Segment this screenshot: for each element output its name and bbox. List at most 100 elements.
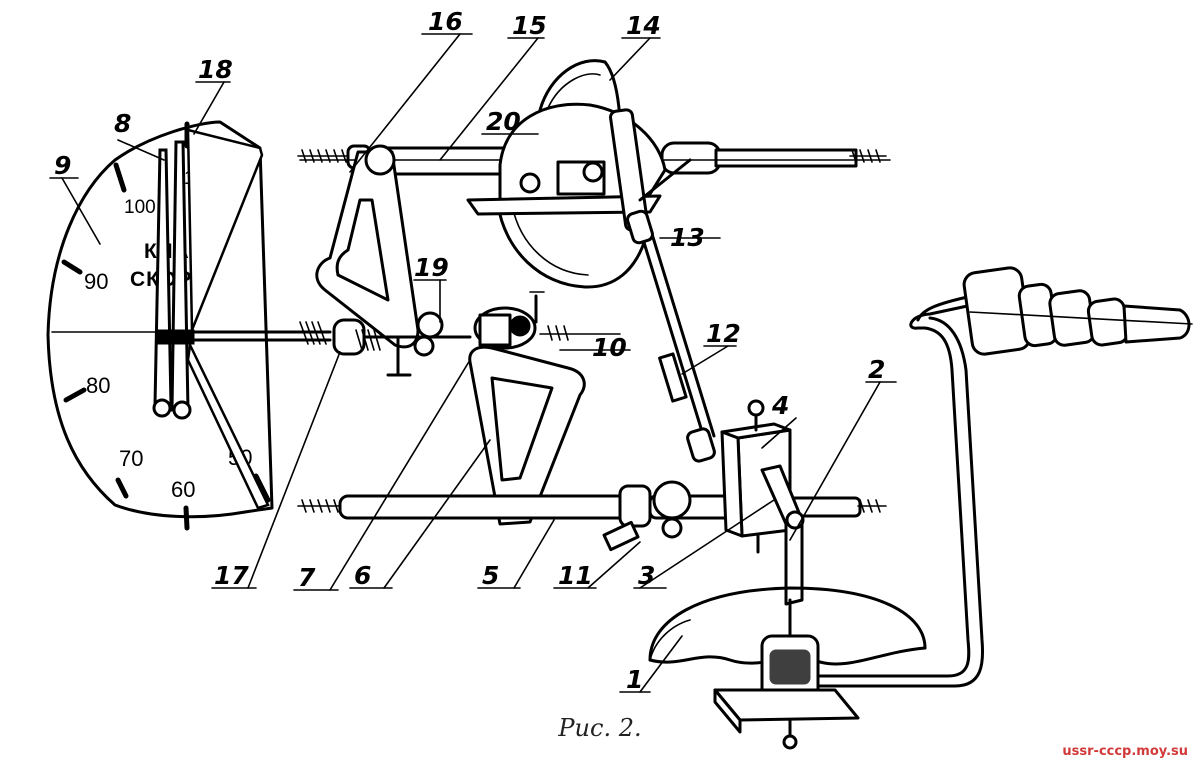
cam-disc-inner xyxy=(511,204,589,276)
block-4-side xyxy=(720,430,744,538)
callout-12: 12 xyxy=(706,319,741,348)
lower-shaft xyxy=(297,480,887,552)
base-plate-edge xyxy=(713,688,742,734)
hose-end xyxy=(916,294,974,322)
cam-lever-arm xyxy=(638,158,692,202)
lower-triangle-lever xyxy=(468,345,586,526)
cam-bracket xyxy=(466,194,662,216)
bowl-1 xyxy=(648,586,927,662)
hose-handle xyxy=(816,266,1193,688)
watermark: ussr-cccp.moy.su xyxy=(1062,744,1188,759)
link-rod-12 xyxy=(650,232,716,438)
dial-tick xyxy=(253,473,271,503)
shaft-thread-hatch xyxy=(851,149,881,163)
shaft-thread-hatch xyxy=(301,499,339,513)
shaft-thread-hatch xyxy=(301,149,347,163)
leader-line xyxy=(639,635,683,693)
leader-line xyxy=(513,519,555,589)
dial-tick xyxy=(61,259,83,275)
pointer-sector xyxy=(186,128,264,331)
base-screw-head xyxy=(782,734,798,750)
leader-line xyxy=(349,33,461,173)
shaft-tube-right xyxy=(714,148,858,168)
cam-disc xyxy=(496,203,647,289)
callout-13: 13 xyxy=(670,223,705,252)
lever-pivot xyxy=(364,144,396,176)
callout-numbers: 1 2 3 4 5 6 7 8 9 10 11 12 13 14 15 16 1… xyxy=(54,7,885,694)
needle-end xyxy=(152,398,172,418)
shaft-tube xyxy=(338,494,632,520)
clamp-11 xyxy=(652,480,692,520)
link-end-13 xyxy=(626,209,654,245)
dial-tick xyxy=(183,505,190,531)
callout-2: 2 xyxy=(868,355,885,384)
hose xyxy=(816,303,974,678)
callout-6: 6 xyxy=(354,561,371,590)
link-rod-12 xyxy=(640,234,706,440)
dial-number: 60 xyxy=(171,477,195,502)
leader-line xyxy=(193,81,225,135)
shaft-tube-right xyxy=(660,141,722,175)
callout-16: 16 xyxy=(428,7,463,36)
callout-17: 17 xyxy=(214,561,249,590)
rod-coupling-17 xyxy=(332,318,366,356)
clamp-11-tab xyxy=(602,520,640,552)
callout-20: 20 xyxy=(486,107,521,136)
callout-10: 10 xyxy=(592,333,627,362)
callout-8: 8 xyxy=(114,109,131,138)
lever-cutout xyxy=(335,198,390,302)
callout-3: 3 xyxy=(638,561,655,590)
leader-line xyxy=(587,541,641,589)
leader-line xyxy=(761,417,797,449)
handle-ring xyxy=(1086,297,1130,347)
dial-number: 70 xyxy=(119,446,143,471)
upper-triangle-lever xyxy=(315,144,420,349)
leader-line xyxy=(247,351,341,589)
leader-line xyxy=(681,345,729,375)
leader-line xyxy=(61,177,101,245)
callout-4: 4 xyxy=(771,391,789,420)
dial-number: 90 xyxy=(84,269,108,294)
leader-line xyxy=(609,37,651,81)
dial-number: 80 xyxy=(86,373,110,398)
callout-9: 9 xyxy=(54,151,71,180)
callout-11: 11 xyxy=(558,561,593,590)
bowl-rim xyxy=(649,619,691,661)
shaft-collar xyxy=(618,484,652,528)
link-sleeve xyxy=(658,352,688,403)
cam-assembly xyxy=(466,59,692,289)
dial-face xyxy=(46,120,274,519)
dial-tick xyxy=(113,162,127,193)
rod-spring xyxy=(299,321,327,345)
needle-8 xyxy=(153,148,173,407)
gearbox-hub xyxy=(509,315,531,337)
callout-7: 7 xyxy=(298,563,316,592)
leader-line xyxy=(439,37,539,161)
block-assembly xyxy=(720,399,805,642)
dial-tick xyxy=(63,387,87,403)
handle-axis xyxy=(969,311,1193,325)
link-rod xyxy=(626,209,716,463)
leader-lines xyxy=(49,33,897,693)
middle-rod xyxy=(188,291,621,377)
leader-line xyxy=(639,499,775,589)
dial-number: 100 xyxy=(124,197,156,218)
hose xyxy=(816,316,985,688)
leader-line xyxy=(383,439,491,589)
pointer-sector xyxy=(186,340,270,510)
leader-line xyxy=(789,381,881,541)
lever-cutout xyxy=(490,376,554,482)
speed-dial: 100 90 80 70 60 50 10 КЛАС СКОР xyxy=(46,120,301,531)
callout-1: 1 xyxy=(626,665,643,694)
callout-14: 14 xyxy=(626,11,661,40)
handle-tip xyxy=(1122,304,1191,344)
block-screw-head xyxy=(747,399,765,417)
pivot-19 xyxy=(416,311,444,339)
cam-bolt xyxy=(582,161,604,183)
callout-5: 5 xyxy=(482,561,499,590)
gearbox-thread xyxy=(547,325,569,341)
shaft-thread-hatch xyxy=(859,499,881,513)
arm-3 xyxy=(760,464,804,606)
cam-bolt xyxy=(519,172,541,194)
